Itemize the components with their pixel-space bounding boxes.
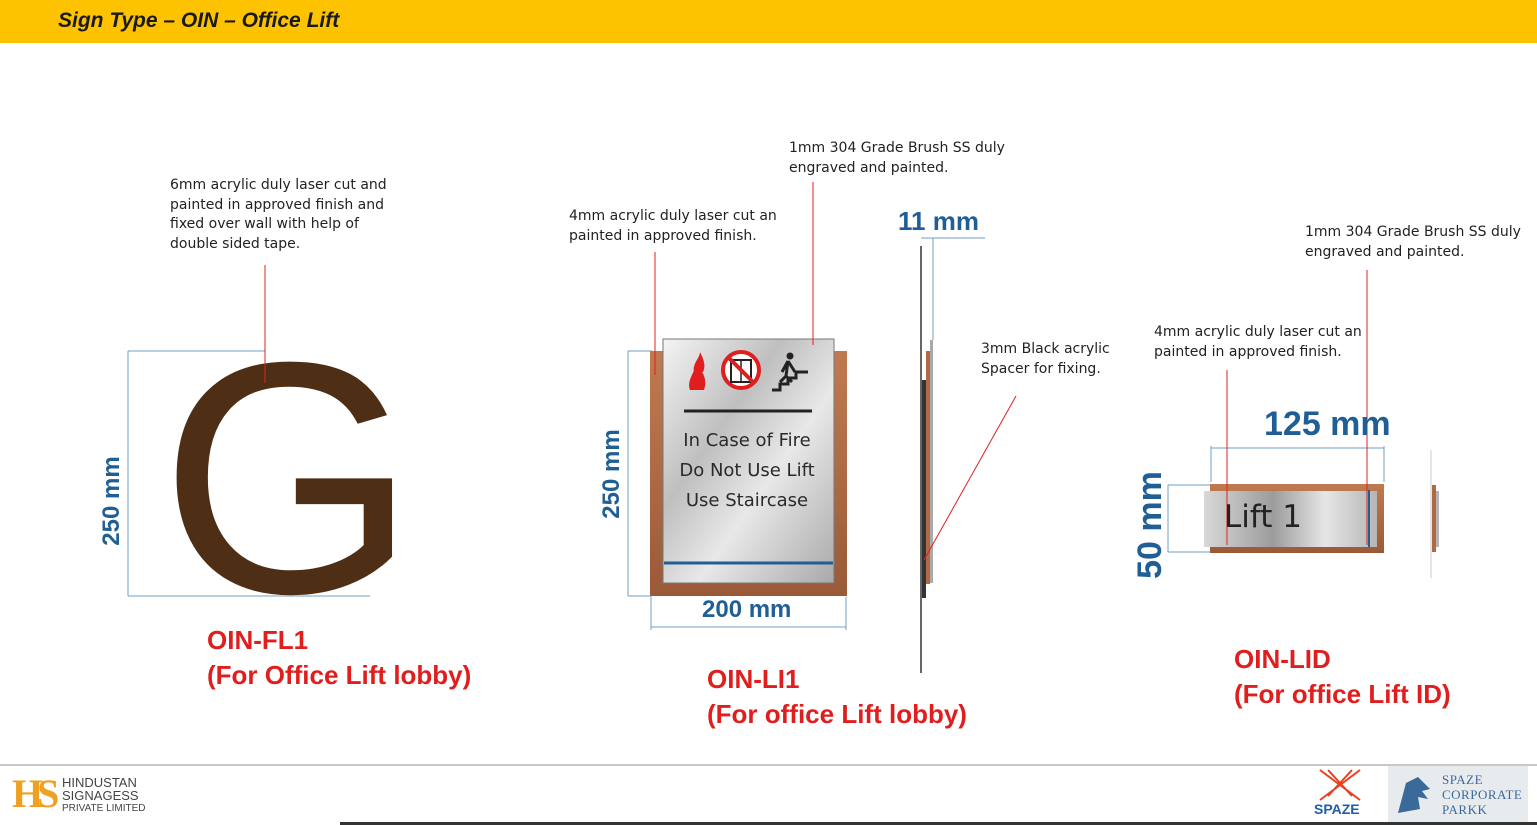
fl1-dimension-lines [127, 350, 370, 597]
lid-code: OIN-LID [1234, 644, 1331, 674]
corp-line: SPAZE [1442, 772, 1484, 787]
spaze-corporate-parkk-logo [1388, 766, 1528, 822]
spacer-note: 3mm Black acrylic Spacer for fixing. [981, 340, 1110, 379]
lid-acrylic-note: 4mm acrylic duly laser cut an painted in… [1154, 323, 1362, 362]
lid-acrylic-note-line: painted in approved finish. [1154, 343, 1342, 360]
corp-emblem-icon [1398, 777, 1430, 813]
fire-icon [689, 352, 706, 390]
lid-ss-note-line: engraved and painted. [1305, 243, 1465, 260]
li1-sign-text: In Case of Fire Do Not Use Lift Use Stai… [663, 426, 831, 516]
li1-ss-note-line: 1mm 304 Grade Brush SS duly [789, 140, 1005, 156]
li1-acrylic-note-line: painted in approved finish. [569, 227, 757, 244]
li1-sign-line: In Case of Fire [683, 430, 811, 451]
spacer-leader [923, 395, 1017, 561]
page-title: Sign Type – OIN – Office Lift [58, 9, 340, 32]
no-lift-icon [721, 350, 761, 390]
lid-width-label: 125 mm [1264, 405, 1391, 443]
hs-line: SIGNAGESS [62, 788, 139, 803]
lid-side-view [1430, 450, 1439, 578]
li1-width-label: 200 mm [702, 596, 792, 623]
fl1-note-line: 6mm acrylic duly laser cut and [170, 177, 387, 193]
lid-steel-plate [1204, 491, 1377, 547]
corp-wordmark: SPAZE CORPORATE PARKK [1442, 772, 1522, 817]
li1-sign-line: Use Staircase [685, 490, 809, 511]
li1-ss-note: 1mm 304 Grade Brush SS duly engraved and… [789, 139, 1005, 178]
li1-description: (For office Lift lobby) [707, 699, 967, 729]
staircase-icon [772, 352, 808, 392]
lid-ss-note: 1mm 304 Grade Brush SS duly engraved and… [1305, 223, 1521, 262]
li1-acrylic-note-line: 4mm acrylic duly laser cut an [569, 208, 777, 224]
corp-line: CORPORATE [1442, 787, 1523, 802]
li1-code-block: OIN-LI1 (For office Lift lobby) [707, 662, 967, 732]
li1-sign-line: Do Not Use Lift [679, 460, 815, 481]
fl1-letter: G [160, 293, 417, 662]
li1-depth-label: 11 mm [898, 206, 979, 236]
footer-divider [0, 764, 1537, 766]
fl1-note-line: double sided tape. [170, 235, 301, 252]
lid-acrylic-note-line: 4mm acrylic duly laser cut an [1154, 324, 1362, 340]
lid-ss-note-line: 1mm 304 Grade Brush SS duly [1305, 224, 1521, 240]
header-bar: Sign Type – OIN – Office Lift [0, 0, 1537, 43]
fl1-height-label: 250 mm [98, 456, 125, 546]
spacer-note-line: 3mm Black acrylic [981, 341, 1110, 357]
lid-sign-text: Lift 1 [1224, 499, 1302, 535]
li1-height-label: 250 mm [598, 429, 625, 519]
li1-acrylic-note: 4mm acrylic duly laser cut an painted in… [569, 207, 777, 246]
fl1-note: 6mm acrylic duly laser cut and painted i… [170, 176, 387, 254]
fl1-code-block: OIN-FL1 (For Office Lift lobby) [207, 623, 471, 693]
lid-dimension-lines [1167, 446, 1385, 553]
fl1-note-line: fixed over wall with help of [170, 216, 359, 232]
lid-code-block: OIN-LID (For office Lift ID) [1234, 642, 1451, 712]
hs-monogram: HS [12, 771, 59, 816]
spaze-wordmark: SPAZE [1314, 801, 1360, 817]
hs-line: PRIVATE LIMITED [62, 803, 146, 814]
corp-line: PARKK [1442, 802, 1488, 817]
hs-wordmark: HINDUSTAN SIGNAGESS PRIVATE LIMITED [62, 776, 146, 815]
spaze-logo [1319, 769, 1361, 801]
spacer-note-line: Spacer for fixing. [981, 360, 1101, 377]
hs-line: HINDUSTAN [62, 775, 137, 790]
lid-height-label: 50 mm [1131, 471, 1169, 579]
bottom-rule [340, 822, 1537, 825]
li1-dimension-lines [627, 350, 847, 630]
fl1-note-line: painted in approved finish and [170, 196, 385, 213]
li1-side-view [920, 237, 985, 673]
fl1-code: OIN-FL1 [207, 625, 309, 655]
lid-description: (For office Lift ID) [1234, 679, 1451, 709]
li1-ss-note-line: engraved and painted. [789, 159, 949, 176]
hindustan-signagess-logo: HS HINDUSTAN SIGNAGESS PRIVATE LIMITED [12, 770, 152, 820]
fl1-description: (For Office Lift lobby) [207, 660, 472, 690]
li1-code: OIN-LI1 [707, 664, 800, 694]
